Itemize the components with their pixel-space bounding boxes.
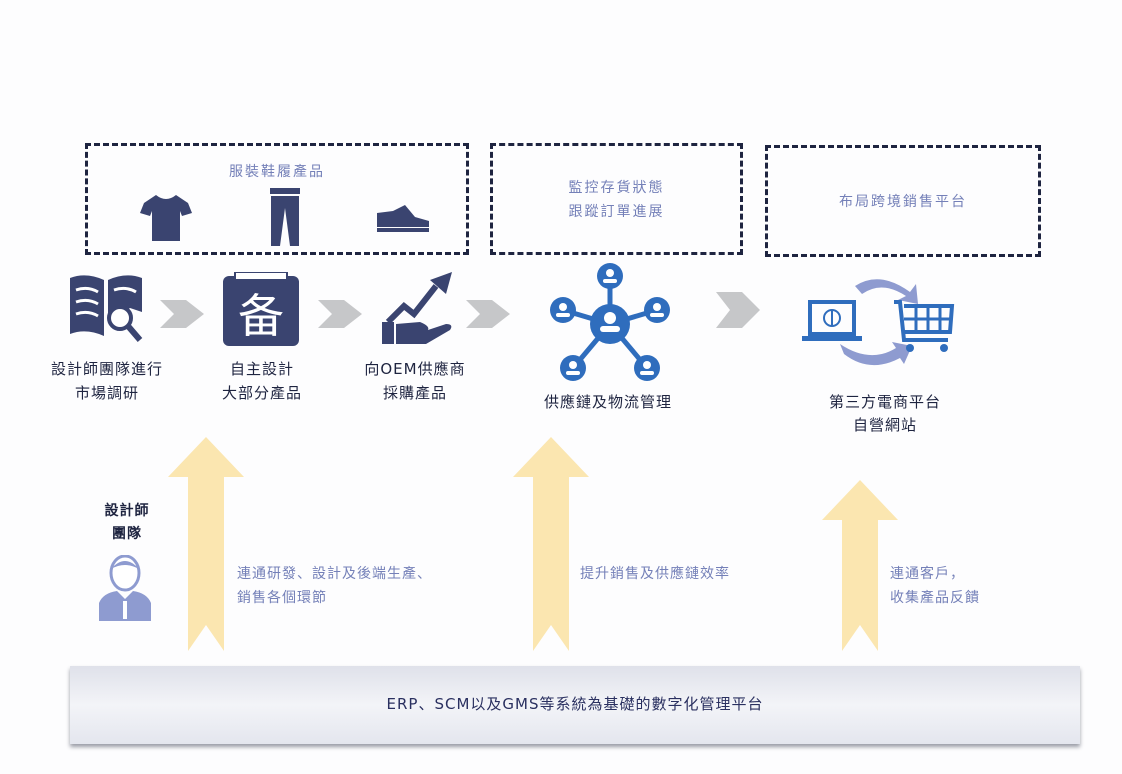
support-arrow-1 <box>168 437 244 651</box>
supply-chain-network-icon <box>550 263 670 381</box>
calendar-design-icon: 备 <box>223 272 299 346</box>
step-oem-line2: 採購產品 <box>382 384 447 402</box>
designer-person-icon <box>99 555 151 621</box>
step-self-design-line1: 自主設計 <box>229 360 294 378</box>
flow-arrow-4 <box>716 292 760 328</box>
note-customer-line2: 收集產品反饋 <box>890 590 980 606</box>
step-supply-chain: 供應鏈及物流管理 <box>543 393 672 411</box>
support-arrow-3 <box>822 480 898 651</box>
step-ecommerce-line1: 第三方電商平台 <box>828 393 941 411</box>
apparel-products-box: 服裝鞋履產品 <box>85 143 469 255</box>
flow-arrow-2 <box>318 300 362 328</box>
note-rnd-line1: 連通研發、設計及後端生產、 <box>237 566 432 582</box>
growth-hand-icon <box>382 272 452 344</box>
inventory-line2: 跟蹤訂單進展 <box>568 204 665 220</box>
inventory-line1: 監控存貨狀態 <box>568 180 665 196</box>
digital-platform-bar: ERP、SCM以及GMS等系統為基礎的數字化管理平台 <box>70 666 1080 744</box>
inventory-monitoring-box: 監控存貨狀態 跟蹤訂單進展 <box>490 143 743 255</box>
apparel-products-title: 服裝鞋履產品 <box>229 164 325 180</box>
svg-text:备: 备 <box>238 289 284 343</box>
support-arrow-2 <box>513 437 589 651</box>
pants-icon <box>270 188 300 246</box>
step-oem-line1: 向OEM供應商 <box>364 360 466 378</box>
note-customer-line1: 連通客戶， <box>890 566 965 582</box>
digital-platform-label: ERP、SCM以及GMS等系統為基礎的數字化管理平台 <box>386 695 764 713</box>
designer-team-line1: 設計師 <box>104 503 150 519</box>
market-research-book-icon <box>70 275 143 342</box>
step-market-research-line2: 市場調研 <box>74 384 139 402</box>
note-rnd-line2: 銷售各個環節 <box>237 590 327 606</box>
crossborder-title: 布局跨境銷售平台 <box>839 194 967 210</box>
step-ecommerce-line2: 自營網站 <box>852 416 917 434</box>
step-market-research-line1: 設計師團隊進行 <box>50 360 163 378</box>
step-self-design-line2: 大部分產品 <box>221 384 302 402</box>
ecommerce-laptop-cart-icon <box>802 279 955 366</box>
flow-arrow-1 <box>160 300 204 328</box>
shoe-icon <box>377 205 429 232</box>
flow-arrow-3 <box>466 300 510 328</box>
crossborder-box: 布局跨境銷售平台 <box>765 145 1041 257</box>
tshirt-icon <box>140 195 192 241</box>
note-efficiency: 提升銷售及供應鏈效率 <box>580 566 730 582</box>
designer-team-line2: 團隊 <box>112 526 142 542</box>
